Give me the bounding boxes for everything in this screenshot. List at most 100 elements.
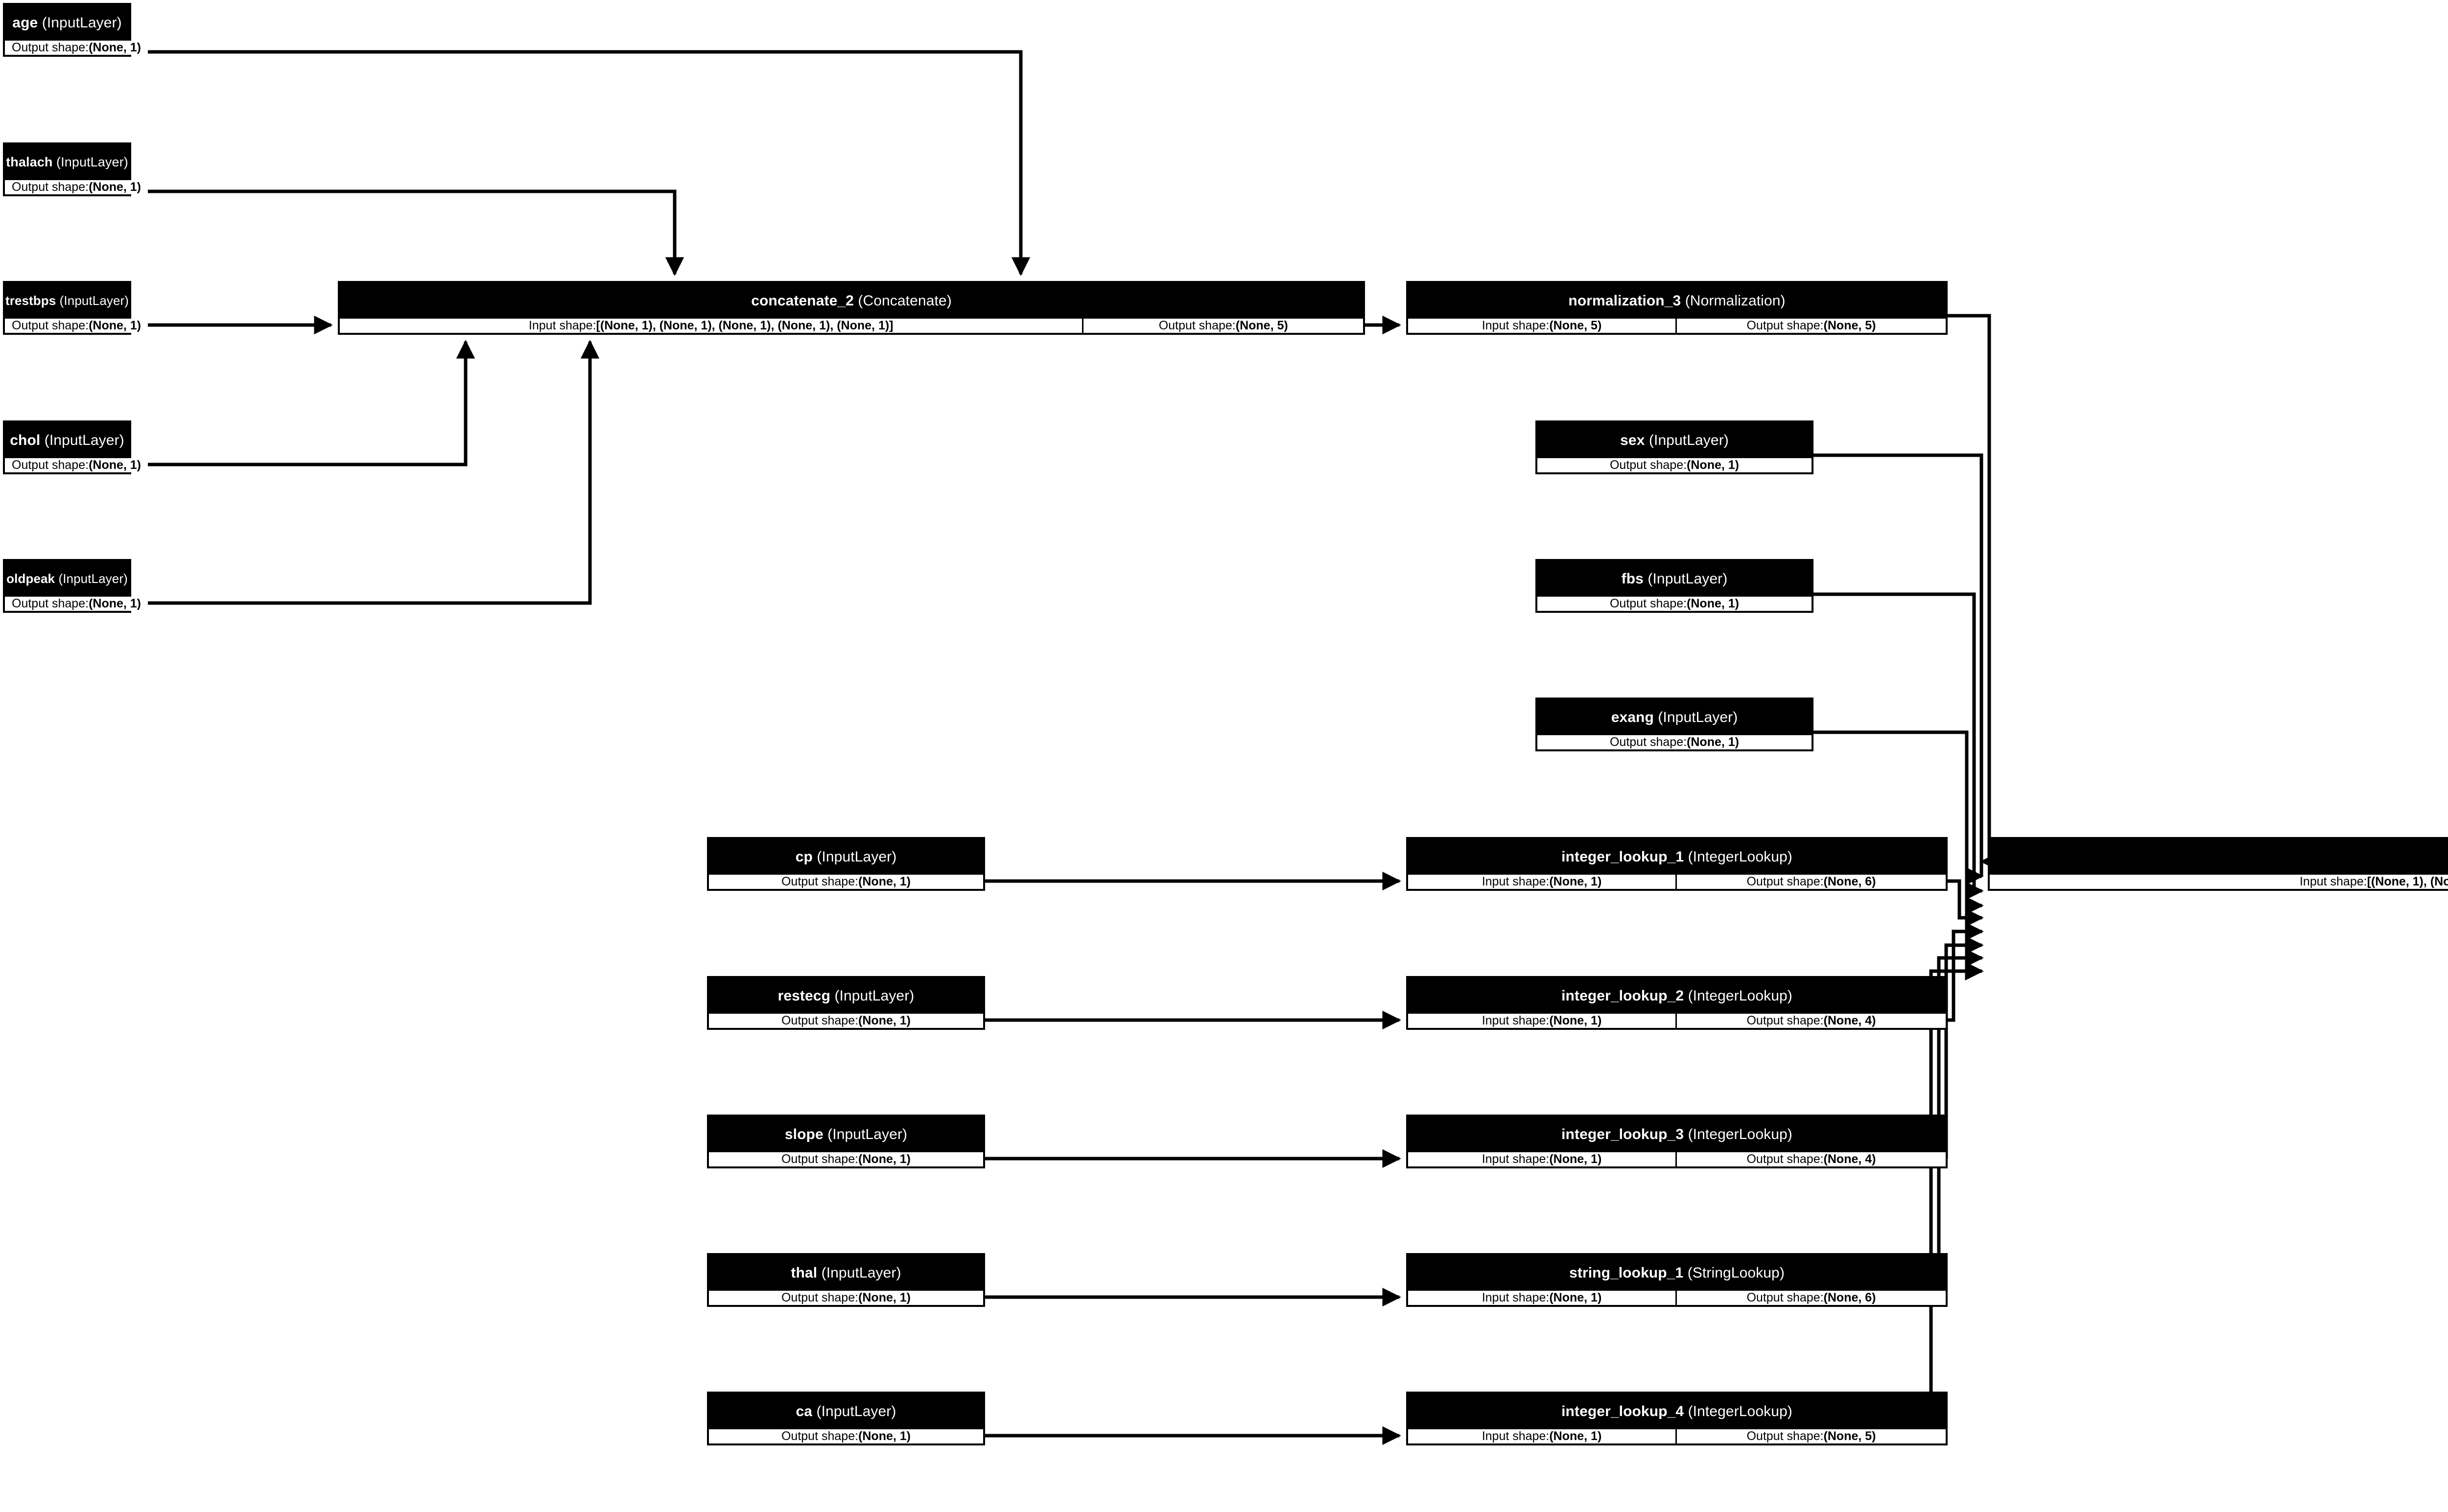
node-layer-class: (InputLayer) — [816, 1403, 896, 1419]
input-shape-cell: Input shape: [(None, 1), (None, 1), (Non… — [1990, 875, 2448, 889]
node-layer-class: (InputLayer) — [59, 293, 129, 308]
shape-label: Output shape: — [781, 1291, 859, 1304]
node-title-chol: chol (InputLayer) — [5, 422, 129, 458]
node-integer_lookup_2[interactable]: integer_lookup_2 (IntegerLookup)Input sh… — [1406, 976, 1948, 1030]
node-integer_lookup_4[interactable]: integer_lookup_4 (IntegerLookup)Input sh… — [1406, 1392, 1948, 1445]
node-shapes-integer_lookup_3: Input shape: (None, 1) Output shape: (Non… — [1408, 1152, 1946, 1166]
edge-oldpeak-to-concatenate_2 — [131, 340, 600, 605]
node-shapes-integer_lookup_1: Input shape: (None, 1) Output shape: (Non… — [1408, 875, 1946, 889]
node-age[interactable]: age (InputLayer)Output shape: (None, 1) — [3, 3, 148, 57]
node-title-integer_lookup_3: integer_lookup_3 (IntegerLookup) — [1408, 1117, 1946, 1152]
node-title-ca: ca (InputLayer) — [709, 1394, 983, 1429]
edge-normalization_3-to-concatenate_3 — [1948, 314, 1999, 871]
node-title-sex: sex (InputLayer) — [1537, 422, 1812, 458]
shape-label: Output shape: — [1746, 1014, 1824, 1027]
node-layer-class: (InputLayer) — [42, 14, 122, 31]
node-layer-class: (Normalization) — [1685, 292, 1786, 309]
node-shapes-chol: Output shape: (None, 1) — [5, 458, 148, 472]
shape-value: (None, 1) — [1549, 1429, 1602, 1443]
node-title-thal: thal (InputLayer) — [709, 1255, 983, 1291]
node-thal[interactable]: thal (InputLayer)Output shape: (None, 1) — [707, 1253, 985, 1307]
shape-value: (None, 1) — [89, 180, 141, 194]
node-trestbps[interactable]: trestbps (InputLayer)Output shape: (None… — [3, 281, 148, 335]
shape-label: Output shape: — [781, 1429, 859, 1443]
shape-label: Output shape: — [781, 875, 859, 888]
node-title-concatenate_3: concatenate_3 (Concatenate) — [1990, 839, 2448, 875]
shape-value: (None, 1) — [1549, 875, 1602, 888]
node-integer_lookup_3[interactable]: integer_lookup_3 (IntegerLookup)Input sh… — [1406, 1115, 1948, 1168]
shape-label: Input shape: — [528, 319, 596, 332]
node-layer-class: (IntegerLookup) — [1688, 1403, 1792, 1419]
shape-label: Output shape: — [12, 319, 89, 332]
input-shape-cell: Input shape: (None, 1) — [1408, 1014, 1677, 1028]
shape-value: (None, 1) — [1549, 1152, 1602, 1166]
shape-value: (None, 5) — [1235, 319, 1288, 332]
output-shape-cell: Output shape: (None, 1) — [709, 875, 983, 889]
shape-label: Input shape: — [1482, 875, 1550, 888]
node-shapes-cp: Output shape: (None, 1) — [709, 875, 983, 889]
output-shape-cell: Output shape: (None, 4) — [1677, 1152, 1946, 1166]
node-concatenate_2[interactable]: concatenate_2 (Concatenate)Input shape: … — [338, 281, 1365, 335]
shape-value: (None, 1) — [1549, 1291, 1602, 1304]
node-layer-name: integer_lookup_1 — [1561, 848, 1684, 865]
node-layer-class: (InputLayer) — [44, 432, 124, 448]
node-thalach[interactable]: thalach (InputLayer)Output shape: (None,… — [3, 142, 148, 196]
node-layer-name: thalach — [6, 155, 53, 169]
shape-value: (None, 1) — [1687, 735, 1739, 749]
node-layer-class: (InputLayer) — [58, 571, 128, 586]
node-exang[interactable]: exang (InputLayer)Output shape: (None, 1… — [1535, 698, 1813, 751]
node-oldpeak[interactable]: oldpeak (InputLayer)Output shape: (None,… — [3, 559, 148, 613]
input-shape-cell: Input shape: [(None, 1), (None, 1), (Non… — [340, 319, 1084, 333]
node-layer-name: oldpeak — [6, 571, 55, 586]
output-shape-cell: Output shape: (None, 5) — [1677, 319, 1946, 333]
output-shape-cell: Output shape: (None, 1) — [1537, 735, 1812, 749]
node-title-integer_lookup_2: integer_lookup_2 (IntegerLookup) — [1408, 978, 1946, 1014]
shape-value: (None, 4) — [1823, 1014, 1876, 1027]
shape-label: Input shape: — [1482, 1152, 1550, 1166]
node-shapes-trestbps: Output shape: (None, 1) — [5, 319, 148, 333]
node-layer-name: exang — [1611, 709, 1654, 725]
node-concatenate_3[interactable]: concatenate_3 (Concatenate)Input shape: … — [1988, 837, 2448, 891]
node-ca[interactable]: ca (InputLayer)Output shape: (None, 1) — [707, 1392, 985, 1445]
node-shapes-normalization_3: Input shape: (None, 5)Output shape: (Non… — [1408, 319, 1946, 333]
edge-chol-to-concatenate_2 — [131, 340, 475, 466]
node-cp[interactable]: cp (InputLayer)Output shape: (None, 1) — [707, 837, 985, 891]
shape-label: Output shape: — [1609, 597, 1687, 610]
shape-label: Output shape: — [1609, 458, 1687, 472]
node-chol[interactable]: chol (InputLayer)Output shape: (None, 1) — [3, 420, 148, 474]
node-fbs[interactable]: fbs (InputLayer)Output shape: (None, 1) — [1535, 559, 1813, 613]
node-layer-name: age — [12, 14, 38, 31]
node-layer-class: (InputLayer) — [1648, 432, 1729, 448]
shape-label: Output shape: — [1746, 1429, 1824, 1443]
output-shape-cell: Output shape: (None, 4) — [1677, 1014, 1946, 1028]
output-shape-cell: Output shape: (None, 5) — [1083, 319, 1363, 333]
shape-value: (None, 1) — [858, 875, 911, 888]
shape-value: (None, 1) — [89, 597, 141, 610]
shape-value: (None, 6) — [1823, 1291, 1876, 1304]
node-shapes-exang: Output shape: (None, 1) — [1537, 735, 1812, 749]
output-shape-cell: Output shape: (None, 6) — [1677, 875, 1946, 889]
shape-label: Input shape: — [1482, 1014, 1550, 1027]
node-string_lookup_1[interactable]: string_lookup_1 (StringLookup)Input shap… — [1406, 1253, 1948, 1307]
shape-label: Input shape: — [2299, 875, 2367, 888]
shape-value: (None, 1) — [89, 319, 141, 332]
node-integer_lookup_1[interactable]: integer_lookup_1 (IntegerLookup)Input sh… — [1406, 837, 1948, 891]
edge-integer_lookup_3-to-concatenate_3 — [1944, 935, 1984, 1161]
node-layer-name: string_lookup_1 — [1569, 1264, 1684, 1281]
node-sex[interactable]: sex (InputLayer)Output shape: (None, 1) — [1535, 420, 1813, 474]
node-normalization_3[interactable]: normalization_3 (Normalization)Input sha… — [1406, 281, 1948, 335]
node-layer-name: restecg — [777, 987, 831, 1004]
node-slope[interactable]: slope (InputLayer)Output shape: (None, 1… — [707, 1115, 985, 1168]
node-layer-class: (InputLayer) — [827, 1126, 908, 1142]
node-layer-class: (IntegerLookup) — [1688, 1126, 1792, 1142]
shape-value: (None, 6) — [1823, 875, 1876, 888]
node-restecg[interactable]: restecg (InputLayer)Output shape: (None,… — [707, 976, 985, 1030]
node-layer-name: concatenate_2 — [751, 292, 854, 309]
node-shapes-integer_lookup_2: Input shape: (None, 1)Output shape: (Non… — [1408, 1014, 1946, 1028]
node-title-oldpeak: oldpeak (InputLayer) — [5, 561, 129, 597]
shape-label: Input shape: — [1482, 1429, 1550, 1443]
shape-label: Output shape: — [1609, 735, 1687, 749]
shape-label: Output shape: — [12, 458, 89, 472]
output-shape-cell: Output shape: (None, 6) — [1677, 1291, 1946, 1305]
